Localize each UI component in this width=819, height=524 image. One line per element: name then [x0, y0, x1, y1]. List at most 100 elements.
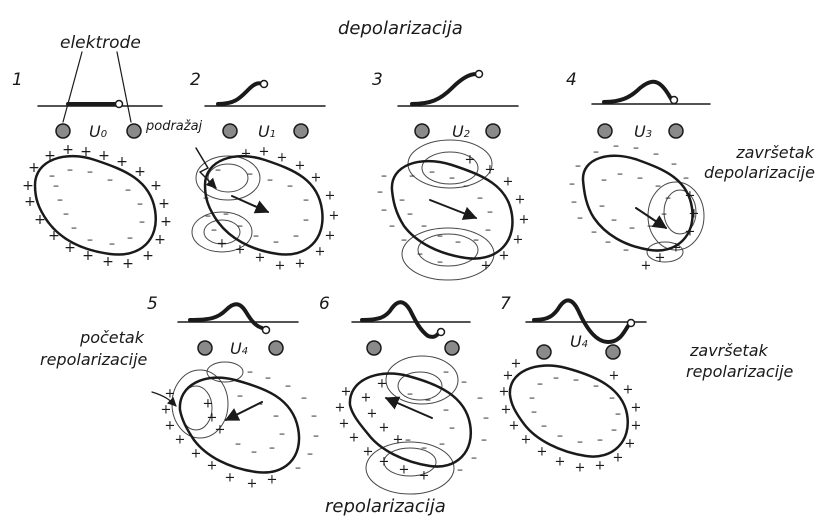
plus-charge: + — [28, 160, 40, 176]
minus-charge: – — [647, 219, 653, 233]
plus-charge: + — [685, 225, 696, 240]
plus-charge: + — [465, 153, 476, 168]
minus-charge: – — [67, 163, 73, 177]
plus-charge: + — [44, 148, 56, 164]
minus-charge: – — [485, 223, 491, 237]
end-repolarization-line-2: repolarizacije — [686, 362, 793, 383]
stage-number-3: 3 — [372, 72, 383, 89]
minus-charge: – — [307, 447, 313, 461]
minus-charge: – — [443, 365, 449, 379]
plus-charge: + — [509, 419, 520, 434]
plus-charge: + — [555, 455, 566, 470]
plus-charge: + — [625, 437, 636, 452]
electrode-leader-lines — [63, 52, 131, 122]
plus-charge: + — [34, 212, 46, 228]
stage-1-waveform — [38, 101, 162, 108]
plus-charge: + — [203, 397, 214, 412]
plus-charge: + — [689, 207, 700, 222]
minus-charge: – — [247, 365, 253, 379]
plus-charge: + — [519, 213, 530, 228]
plus-charge: + — [537, 445, 548, 460]
plus-charge: + — [329, 209, 340, 224]
minus-charge: – — [269, 441, 275, 455]
plus-charge: + — [685, 189, 696, 204]
minus-charge: – — [313, 429, 319, 443]
plus-charge: + — [595, 459, 606, 474]
stage-number-5: 5 — [147, 296, 158, 313]
plus-charge: + — [521, 433, 532, 448]
minus-charge: – — [421, 441, 427, 455]
minus-charge: – — [265, 371, 271, 385]
stage-number-4: 4 — [566, 72, 577, 89]
minus-charge: – — [437, 255, 443, 269]
minus-charge: – — [461, 375, 467, 389]
minus-charge: – — [287, 179, 293, 193]
minus-charge: – — [429, 165, 435, 179]
minus-charge: – — [63, 207, 69, 221]
plus-charge: + — [191, 447, 202, 462]
minus-charge: – — [593, 145, 599, 159]
plus-charge: + — [341, 385, 352, 400]
start-repolarization-line-2: repolarizacije — [40, 349, 144, 371]
minus-charge: – — [577, 211, 583, 225]
minus-charge: – — [637, 171, 643, 185]
plus-charge: + — [207, 459, 218, 474]
minus-charge: – — [487, 205, 493, 219]
plus-charge: + — [267, 473, 278, 488]
minus-charge: – — [407, 387, 413, 401]
stage-6-waveform — [352, 302, 470, 337]
minus-charge: – — [477, 191, 483, 205]
plus-charge: + — [419, 469, 430, 484]
stage-4-waveform — [592, 82, 710, 104]
plus-charge: + — [64, 240, 76, 256]
plus-charge: + — [116, 154, 128, 170]
minus-charge: – — [437, 229, 443, 243]
stage-number-2: 2 — [190, 72, 201, 89]
minus-charge: – — [237, 389, 243, 403]
end-repolarization-label: završetak repolarizacije — [686, 341, 793, 383]
minus-charge: – — [449, 171, 455, 185]
end-depolarization-line-2: depolarizacije — [704, 163, 814, 183]
minus-charge: – — [209, 177, 215, 191]
plus-charge: + — [393, 433, 404, 448]
minus-charge: – — [57, 193, 63, 207]
minus-charge: – — [623, 243, 629, 257]
plus-charge: + — [165, 419, 176, 434]
plus-charge: + — [361, 391, 372, 406]
plus-charge: + — [339, 417, 350, 432]
plus-charge: + — [102, 254, 114, 270]
electrodes-label: elektrode — [60, 35, 141, 52]
plus-charge: + — [575, 461, 586, 476]
plus-charge: + — [215, 423, 226, 438]
plus-charge: + — [515, 193, 526, 208]
plus-charge: + — [349, 431, 360, 446]
end-depolarization-label: završetak depolarizacije — [704, 143, 814, 183]
minus-charge: – — [463, 179, 469, 193]
plus-charge: + — [499, 385, 510, 400]
plus-charge: + — [22, 178, 34, 194]
minus-charge: – — [71, 221, 77, 235]
plus-charge: + — [613, 451, 624, 466]
stage-2-waveform — [205, 81, 325, 107]
plus-charge: + — [122, 256, 134, 272]
stage-3-waveform — [398, 71, 518, 107]
minus-charge: – — [421, 219, 427, 233]
minus-charge: – — [381, 169, 387, 183]
minus-charge: – — [611, 213, 617, 227]
plus-charge: + — [98, 148, 110, 164]
minus-charge: – — [203, 191, 209, 205]
plus-charge: + — [241, 147, 252, 162]
minus-charge: – — [237, 219, 243, 233]
potential-label-stage-1: U0 — [89, 124, 107, 140]
minus-charge: – — [417, 247, 423, 261]
potential-label-stage-2: U1 — [258, 124, 276, 140]
minus-charge: – — [473, 233, 479, 247]
minus-charge: – — [671, 157, 677, 171]
plus-charge: + — [158, 196, 170, 212]
minus-charge: – — [125, 183, 131, 197]
stimulus-label: podražaj — [146, 120, 202, 133]
plus-charge: + — [259, 145, 270, 160]
plus-charge: + — [315, 245, 326, 260]
minus-charge: – — [605, 235, 611, 249]
